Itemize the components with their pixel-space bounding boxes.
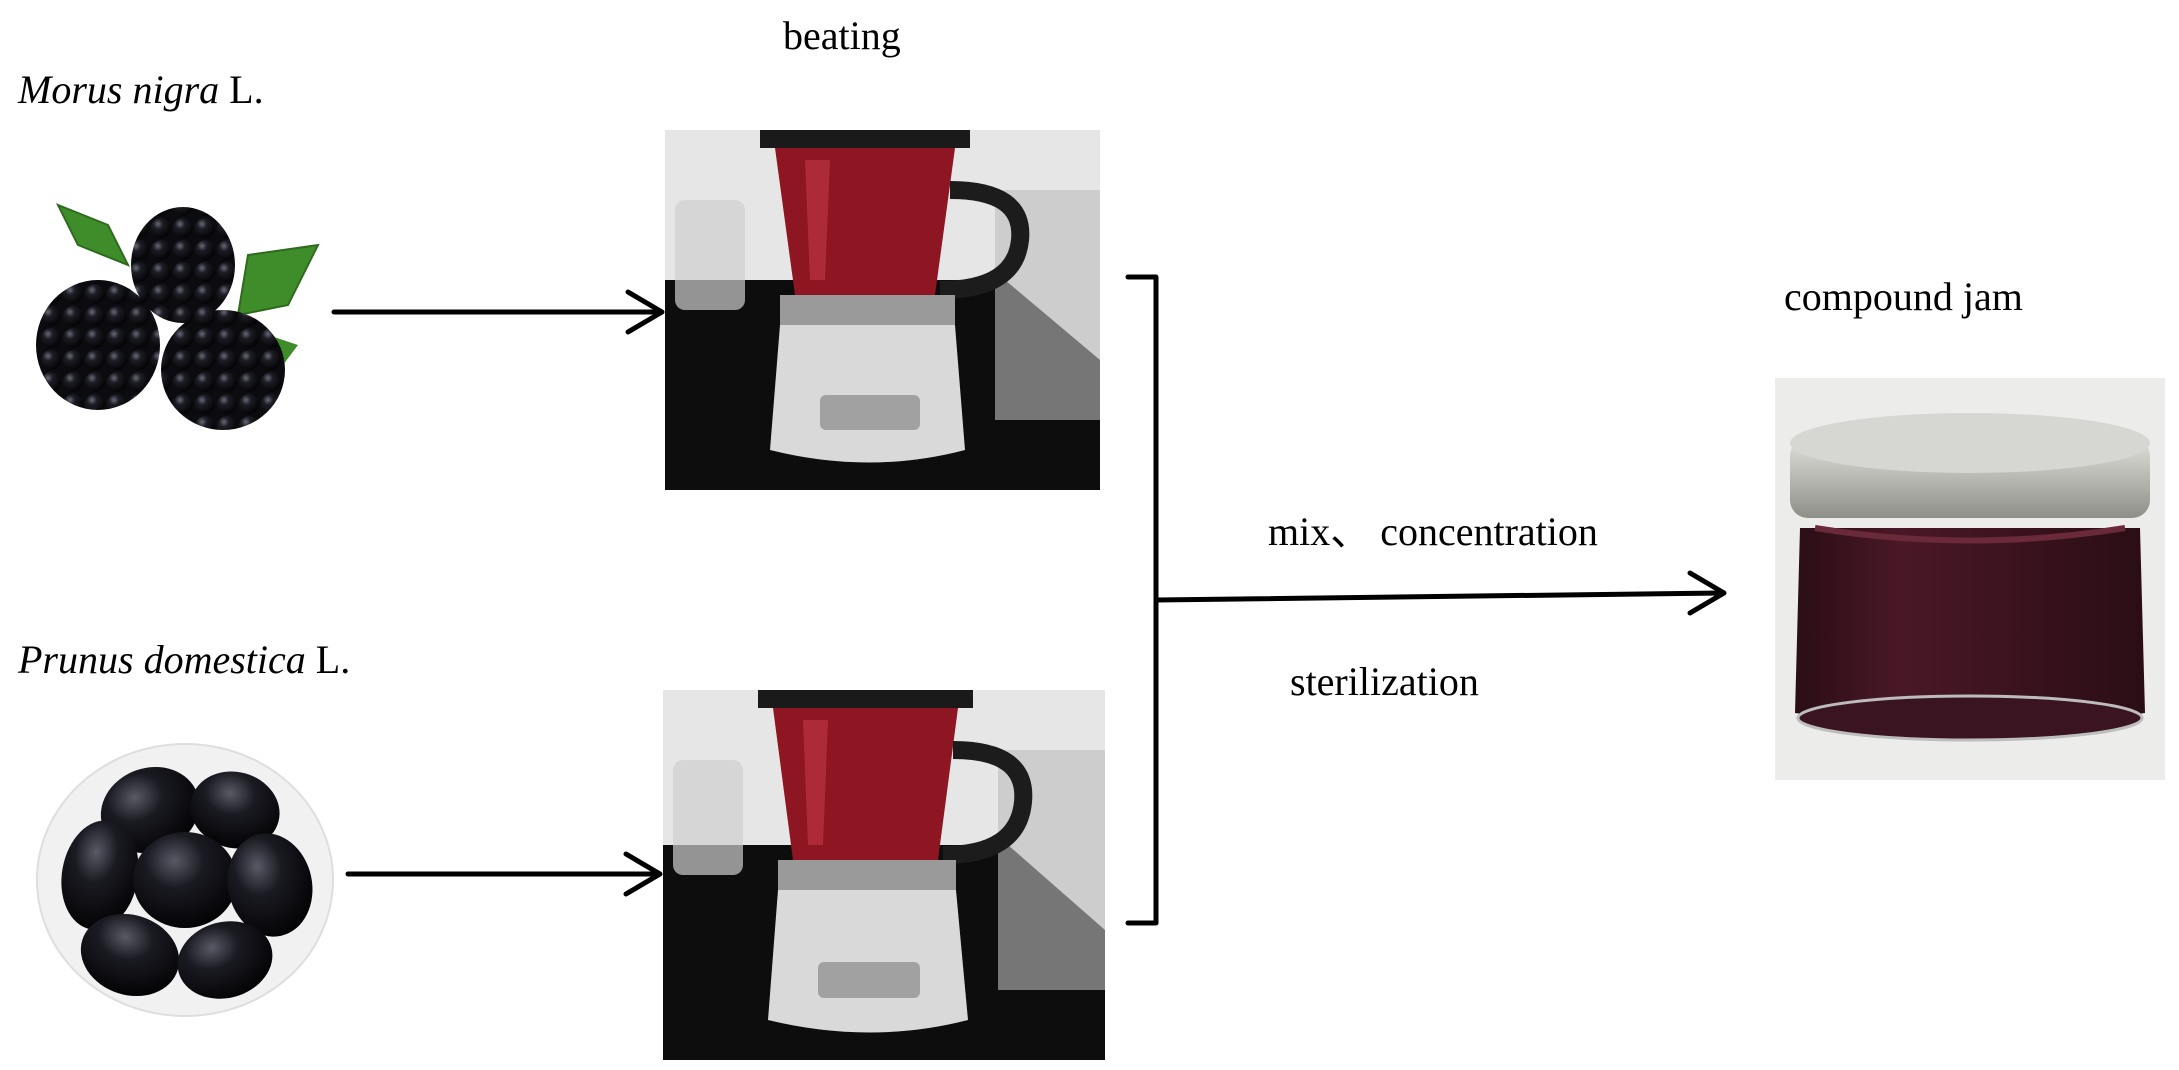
- merge-bracket: [1125, 274, 1159, 926]
- sterilization-label: sterilization: [1290, 659, 1479, 704]
- product-label: compound jam: [1784, 274, 2023, 319]
- species-authority: L.: [229, 67, 264, 112]
- blender-image-bottom: [663, 690, 1105, 1060]
- mix-concentration-label: mix、 concentration: [1268, 509, 1598, 554]
- blender-image-top: [665, 130, 1100, 490]
- arrow-morus-to-blender: [331, 289, 665, 335]
- mulberry-fruit-image: [36, 203, 320, 430]
- arrow-prunus-to-blender: [345, 851, 663, 897]
- beating-label: beating: [783, 13, 901, 58]
- species-label-morus: Morus nigra L.: [18, 70, 264, 110]
- species-label-prunus: Prunus domestica L.: [18, 640, 350, 680]
- species-name: Morus nigra: [18, 67, 220, 112]
- prune-fruit-image: [36, 743, 334, 1017]
- compound-jam-image: [1775, 378, 2165, 780]
- species-authority: L.: [315, 637, 351, 682]
- species-name: Prunus domestica: [18, 637, 306, 682]
- arrow-to-compound-jam: [1153, 570, 1727, 616]
